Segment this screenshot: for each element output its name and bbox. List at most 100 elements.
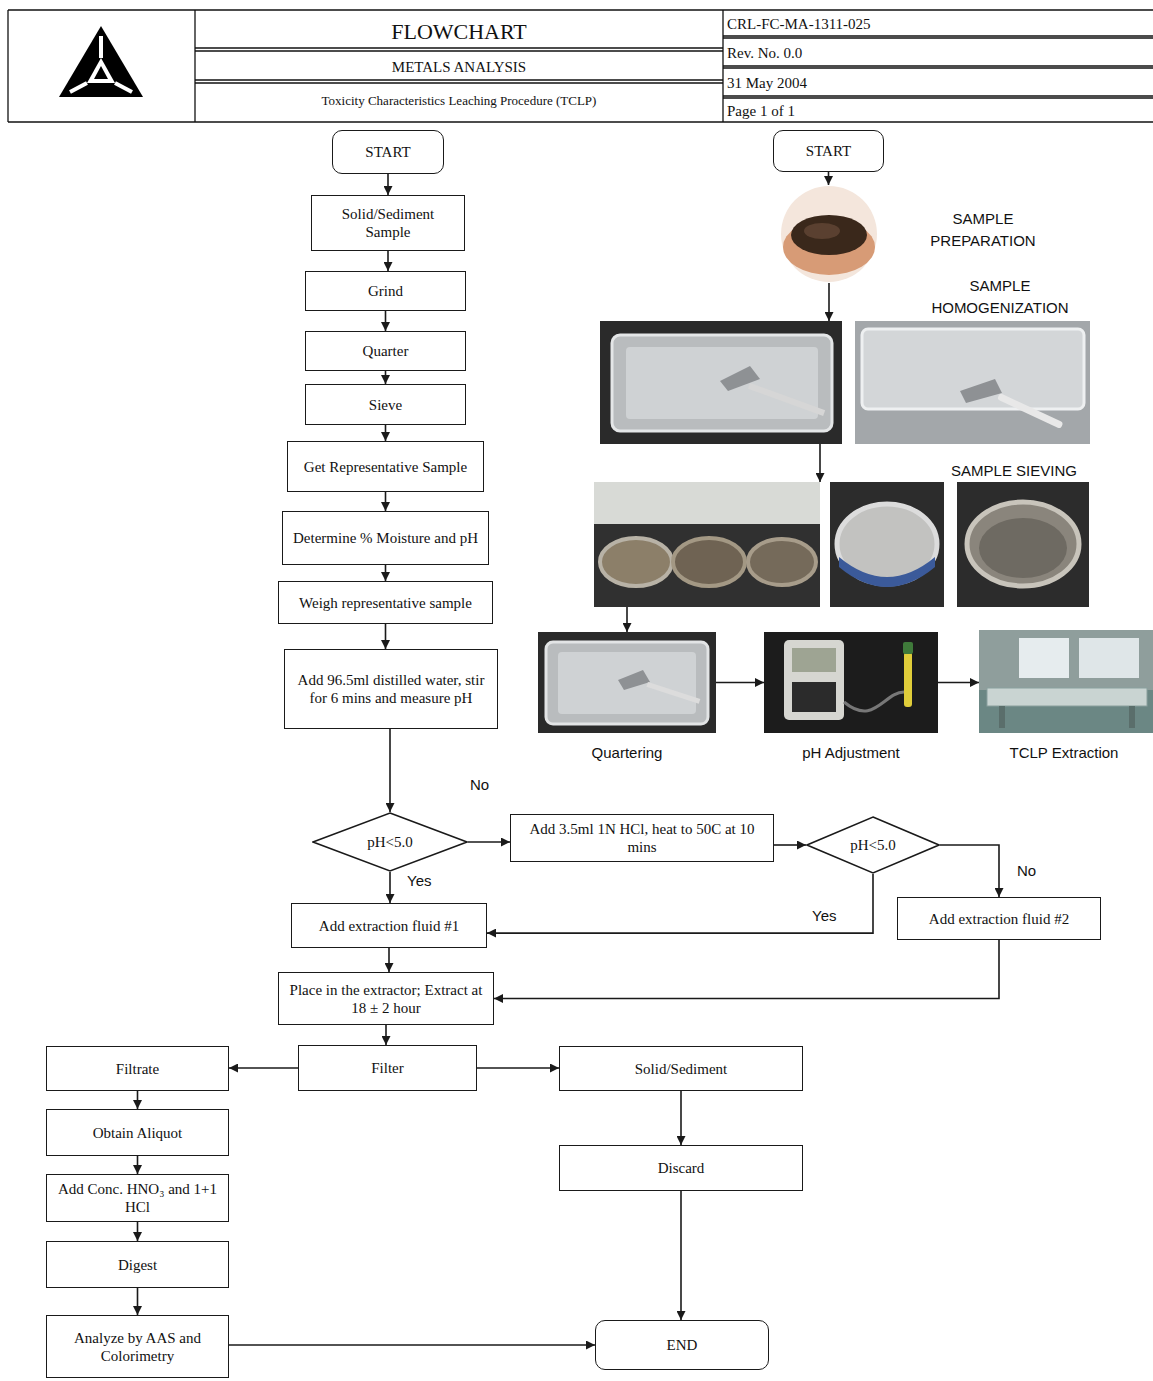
process-box: Add extraction fluid #1 [291, 903, 487, 948]
photo-caption: pH Adjustment [764, 742, 938, 764]
node-text: Grind [368, 282, 403, 300]
photo-step: pH Adjustment [764, 632, 938, 733]
flow-arrow [137, 1091, 139, 1109]
photo-step: TCLP Extraction [979, 630, 1153, 733]
photo-caption: SAMPLE PREPARATION [923, 208, 1043, 252]
flow-arrow [716, 682, 764, 684]
process-box: Grind [305, 271, 466, 311]
process-box: Determine % Moisture and pH [282, 511, 489, 565]
process-box: Digest [46, 1241, 229, 1288]
process-box: Solid/Sediment Sample [311, 195, 465, 251]
node-text: Quarter [363, 342, 409, 360]
flow-arrow [385, 371, 387, 384]
flow-arrow [680, 1091, 682, 1145]
terminator: END [595, 1320, 769, 1370]
node-text: START [365, 143, 410, 161]
photo-caption: TCLP Extraction [979, 742, 1149, 764]
flow-arrow [774, 844, 806, 846]
header-label: METALS ANALYSIS [195, 58, 723, 76]
process-box: Filtrate [46, 1046, 229, 1091]
flow-arrow [385, 311, 387, 331]
flow-arrow [494, 940, 999, 999]
flow-arrow [229, 1067, 298, 1069]
process-box: Obtain Aliquot [46, 1109, 229, 1156]
photo-step: SAMPLE HOMOGENIZATION [600, 321, 1090, 444]
flow-arrow [388, 948, 390, 972]
node-text: Analyze by AAS and Colorimetry [53, 1329, 222, 1365]
flow-arrow [468, 841, 510, 843]
flow-arrow [819, 444, 821, 482]
node-text: Add extraction fluid #1 [319, 917, 459, 935]
node-text: pH<5.0 [850, 836, 896, 854]
node-text: Add Conc. HNO₃ and 1+1 HCl [53, 1180, 222, 1216]
header-label: 31 May 2004 [727, 74, 1147, 92]
node-text: Add extraction fluid #2 [929, 910, 1069, 928]
flow-arrow [828, 172, 830, 185]
photo-step: SAMPLE PREPARATION [770, 185, 888, 283]
flow-arrow [385, 492, 387, 511]
process-box: Weigh representative sample [278, 581, 493, 624]
photo-caption: SAMPLE HOMOGENIZATION [915, 275, 1085, 319]
node-text: Filtrate [116, 1060, 159, 1078]
flow-arrow [387, 251, 389, 271]
branch-label: Yes [810, 907, 838, 925]
header-label: CRL-FC-MA-1311-025 [727, 15, 1147, 33]
process-box: Add 3.5ml 1N HCl, heat to 50C at 10 mins [510, 814, 774, 862]
process-box: Quarter [305, 331, 466, 371]
flow-arrow [385, 565, 387, 581]
process-box: Get Representative Sample [287, 441, 484, 492]
header-label: Page 1 of 1 [727, 102, 1147, 120]
flow-arrow [137, 1222, 139, 1241]
photo-caption: SAMPLE SIEVING [929, 460, 1099, 482]
node-text: Place in the extractor; Extract at 18 ± … [285, 981, 487, 1017]
node-text: Weigh representative sample [299, 594, 472, 612]
node-text: Get Representative Sample [304, 458, 467, 476]
flow-arrow [626, 607, 628, 632]
flow-arrow [938, 682, 979, 684]
node-text: Filter [371, 1059, 404, 1077]
branch-label: No [1015, 862, 1038, 880]
process-box: Analyze by AAS and Colorimetry [46, 1315, 229, 1378]
photo [600, 321, 1090, 444]
flow-arrow [385, 1025, 387, 1045]
flow-arrow [137, 1156, 139, 1174]
node-text: START [806, 142, 851, 160]
flow-arrow [137, 1288, 139, 1315]
decision-diamond: pH<5.0 [312, 812, 468, 872]
flow-arrow [387, 174, 389, 195]
flow-arrow [389, 872, 391, 903]
photo-step: SAMPLE SIEVING [594, 482, 1089, 607]
photo [594, 482, 1089, 607]
photo-caption: Quartering [538, 742, 716, 764]
node-text: Digest [118, 1256, 157, 1274]
flow-arrow [229, 1344, 595, 1346]
flow-arrow [680, 1191, 682, 1320]
branch-label: Yes [405, 872, 433, 890]
branch-label: No [468, 776, 491, 794]
chart-title: FLOWCHART [195, 19, 723, 45]
node-text: Obtain Aliquot [93, 1124, 183, 1142]
photo [764, 632, 938, 733]
process-box: Add Conc. HNO₃ and 1+1 HCl [46, 1174, 229, 1222]
node-text: Determine % Moisture and pH [293, 529, 478, 547]
flow-arrow [940, 845, 999, 897]
flow-arrow [385, 425, 387, 441]
flow-arrow [389, 729, 391, 812]
process-box: Discard [559, 1145, 803, 1191]
decision-diamond: pH<5.0 [806, 816, 940, 874]
node-text: Discard [658, 1159, 705, 1177]
flow-arrow [385, 624, 387, 649]
process-box: Place in the extractor; Extract at 18 ± … [278, 972, 494, 1025]
header-label: Rev. No. 0.0 [727, 44, 1147, 62]
process-box: Filter [298, 1045, 477, 1091]
node-text: Sieve [369, 396, 402, 414]
header-label: Toxicity Characteristics Leaching Proced… [195, 93, 723, 109]
node-text: END [667, 1336, 698, 1354]
process-box: Add 96.5ml distilled water, stir for 6 m… [284, 649, 498, 729]
process-box: Add extraction fluid #2 [897, 897, 1101, 940]
node-text: Add 96.5ml distilled water, stir for 6 m… [291, 671, 491, 707]
node-text: Solid/Sediment Sample [318, 205, 458, 241]
node-text: pH<5.0 [367, 833, 413, 851]
node-text: Solid/Sediment [635, 1060, 728, 1078]
photo [538, 632, 716, 733]
